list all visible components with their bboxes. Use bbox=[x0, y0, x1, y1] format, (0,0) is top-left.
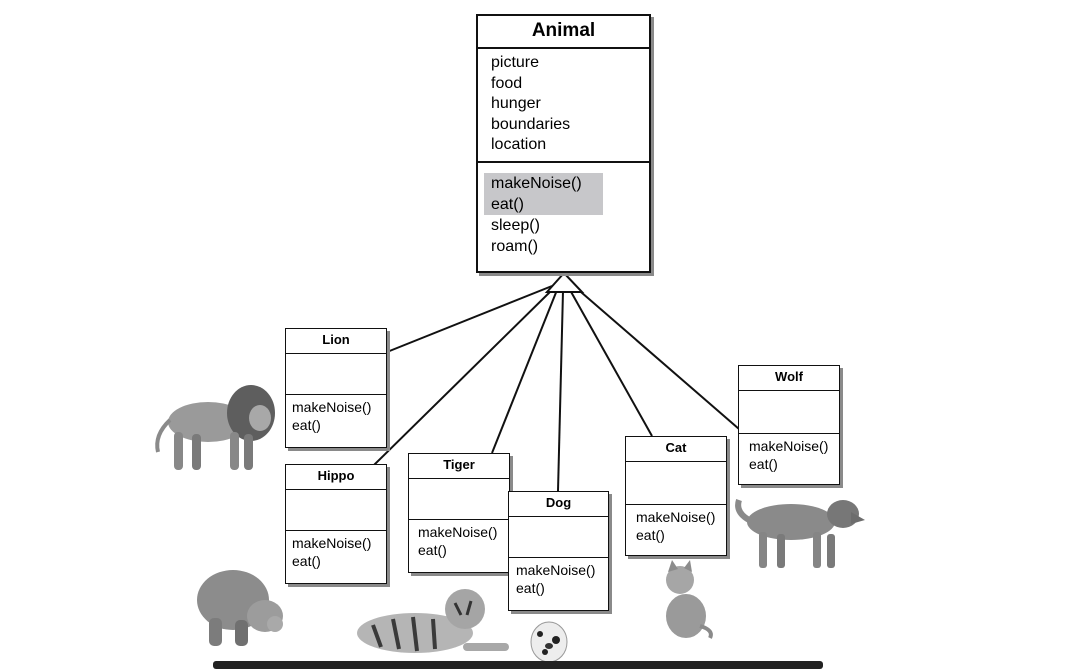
dog-class-name: Dog bbox=[509, 492, 608, 517]
cat-image bbox=[666, 560, 713, 639]
lion-method-eat: eat() bbox=[292, 417, 321, 433]
wolf-class-box: Wolf makeNoise() eat() bbox=[738, 365, 840, 485]
connector-cat bbox=[569, 289, 653, 437]
bottom-bar bbox=[213, 661, 823, 669]
wolf-image bbox=[735, 499, 865, 568]
connector-wolf bbox=[573, 285, 740, 430]
dog-class-box: Dog makeNoise() eat() bbox=[508, 491, 609, 611]
inheritance-arrowhead bbox=[544, 271, 585, 293]
lion-class-box: Lion makeNoise() eat() bbox=[285, 328, 387, 448]
hippo-attributes bbox=[286, 490, 386, 531]
wolf-method-eat: eat() bbox=[749, 456, 778, 472]
wolf-methods: makeNoise() eat() bbox=[739, 434, 839, 473]
dog-method-makenoise: makeNoise() bbox=[516, 562, 596, 578]
lion-image bbox=[155, 385, 275, 470]
dog-method-eat: eat() bbox=[516, 580, 545, 596]
cat-method-makenoise: makeNoise() bbox=[636, 509, 716, 525]
method-eat: eat() bbox=[491, 196, 524, 213]
method-roam: roam() bbox=[491, 238, 539, 255]
dog-image bbox=[530, 621, 568, 663]
dog-methods: makeNoise() eat() bbox=[509, 558, 608, 597]
animal-attributes: picture food hunger boundaries location bbox=[478, 49, 649, 163]
method-makenoise: makeNoise() bbox=[491, 175, 582, 192]
cat-attributes bbox=[626, 462, 726, 505]
method-sleep: sleep() bbox=[491, 217, 540, 234]
connector-hippo bbox=[373, 287, 555, 466]
wolf-method-makenoise: makeNoise() bbox=[749, 438, 829, 454]
cat-class-box: Cat makeNoise() eat() bbox=[625, 436, 727, 556]
hippo-methods: makeNoise() eat() bbox=[286, 531, 386, 570]
dog-attributes bbox=[509, 517, 608, 558]
wolf-class-name: Wolf bbox=[739, 366, 839, 391]
tiger-image bbox=[357, 589, 509, 653]
tiger-attributes bbox=[409, 479, 509, 520]
hippo-method-eat: eat() bbox=[292, 553, 321, 569]
tiger-class-name: Tiger bbox=[409, 454, 509, 479]
animal-class-name: Animal bbox=[478, 16, 649, 49]
connector-lion bbox=[386, 285, 553, 353]
attribute-food: food bbox=[491, 74, 523, 92]
highlighted-methods: makeNoise() eat() bbox=[484, 173, 603, 215]
tiger-class-box: Tiger makeNoise() eat() bbox=[408, 453, 510, 573]
lion-method-makenoise: makeNoise() bbox=[292, 399, 372, 415]
hippo-method-makenoise: makeNoise() bbox=[292, 535, 372, 551]
connector-dog bbox=[557, 290, 564, 492]
hippo-class-name: Hippo bbox=[286, 465, 386, 490]
attribute-location: location bbox=[491, 136, 547, 153]
attribute-picture: picture bbox=[491, 54, 540, 71]
hippo-class-box: Hippo makeNoise() eat() bbox=[285, 464, 387, 584]
cat-methods: makeNoise() eat() bbox=[626, 505, 726, 544]
animal-methods: makeNoise() eat() sleep() roam() bbox=[478, 163, 649, 257]
lion-class-name: Lion bbox=[286, 329, 386, 354]
cat-class-name: Cat bbox=[626, 437, 726, 462]
tiger-method-makenoise: makeNoise() bbox=[418, 524, 498, 540]
tiger-methods: makeNoise() eat() bbox=[409, 520, 509, 559]
connector-tiger bbox=[491, 289, 558, 454]
attribute-hunger: hunger bbox=[491, 95, 541, 112]
tiger-method-eat: eat() bbox=[418, 542, 447, 558]
lion-methods: makeNoise() eat() bbox=[286, 395, 386, 434]
lion-attributes bbox=[286, 354, 386, 395]
cat-method-eat: eat() bbox=[636, 527, 665, 543]
animal-class-box: Animal picture food hunger boundaries lo… bbox=[476, 14, 651, 273]
hippo-image bbox=[197, 570, 283, 646]
attribute-boundaries: boundaries bbox=[491, 115, 571, 133]
wolf-attributes bbox=[739, 391, 839, 434]
